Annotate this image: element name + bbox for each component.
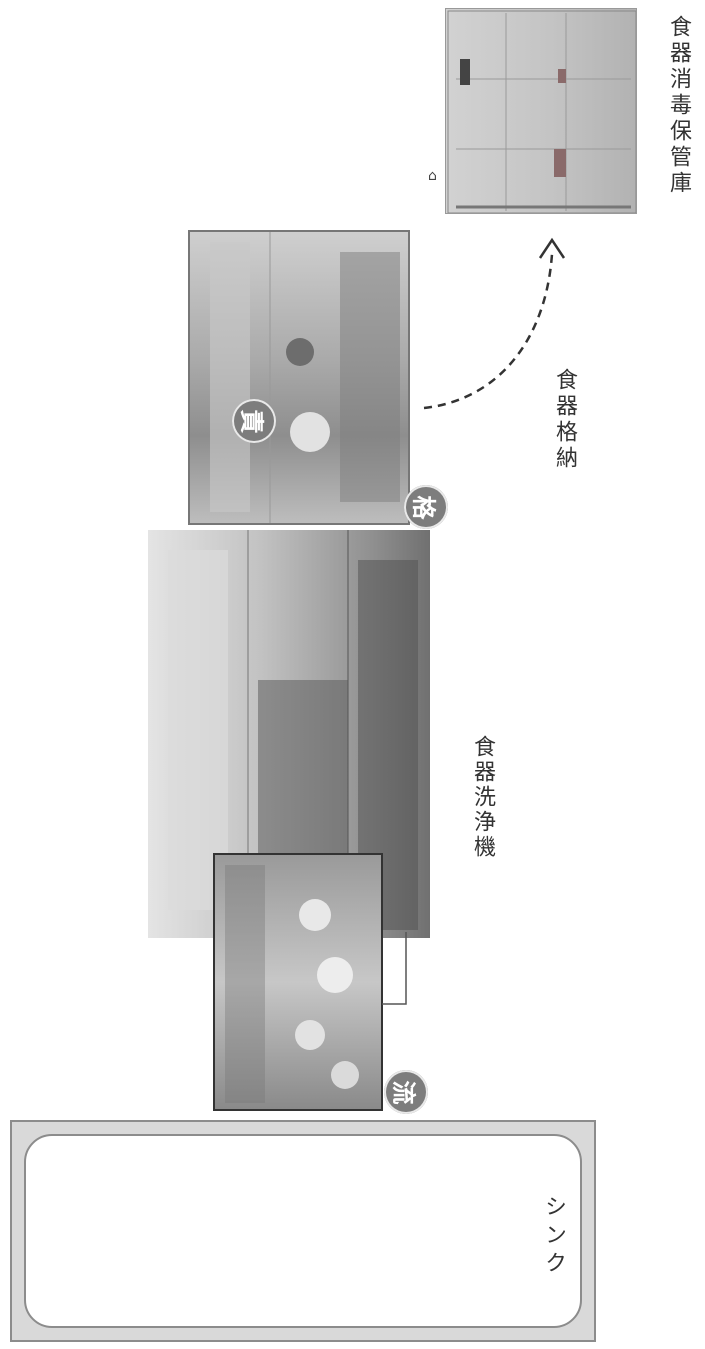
badge-store: 格 <box>404 485 448 529</box>
dish-flow-photo-detail <box>225 865 359 1103</box>
cabinet-knob-icon: ⌂ <box>428 168 437 184</box>
badge-flow: 流 <box>384 1070 428 1114</box>
storage-label: 食器格納 <box>552 368 577 472</box>
sink-basin <box>24 1134 582 1328</box>
cabinet-label: 食器消毒保管庫 <box>666 15 691 197</box>
dish-flow-photo <box>213 853 383 1111</box>
storage-photo <box>188 230 410 525</box>
storage-flow-arrow <box>423 237 566 410</box>
connector-line <box>382 932 407 1005</box>
sink-frame <box>10 1120 596 1342</box>
dishwasher-label: 食器洗浄機 <box>470 735 495 860</box>
sterilizing-cabinet-image <box>445 8 637 214</box>
dishwasher-photo <box>148 530 430 938</box>
storage-photo-detail <box>210 232 400 523</box>
cabinet-drawing <box>447 10 636 213</box>
sink-label: シンク <box>541 1195 566 1279</box>
badge-responsibility: 責 <box>232 399 276 443</box>
dishwasher-photo-detail <box>168 530 418 938</box>
